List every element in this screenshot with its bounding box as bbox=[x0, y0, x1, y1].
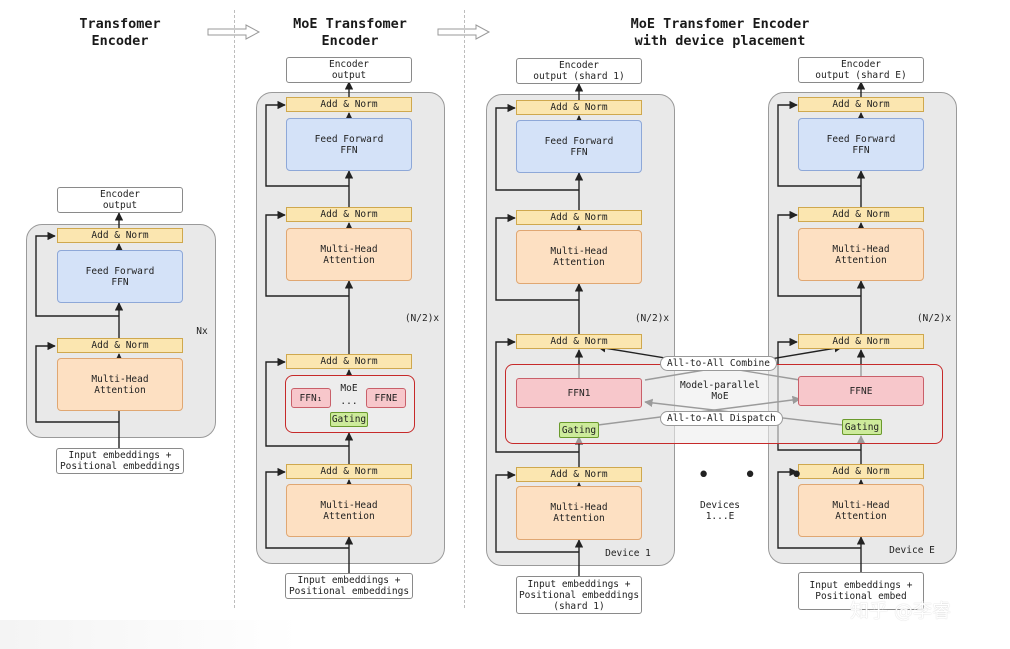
expert-ffn-1: FFN₁ bbox=[291, 388, 331, 408]
encoder-output-shard1-box: Encoder output (shard 1) bbox=[516, 58, 642, 84]
add-norm-1: Add & Norm bbox=[516, 100, 642, 115]
title-transformer-encoder: Transfomer Encoder bbox=[79, 16, 161, 49]
input-embeddings-cut-box: Input embeddings + Positional embed bbox=[798, 572, 924, 610]
input-embeddings-box: Input embeddings + Positional embeddings bbox=[56, 448, 184, 474]
add-norm-3: Add & Norm bbox=[516, 334, 642, 349]
expert-ffn-E-device: FFNE bbox=[798, 376, 924, 406]
encoder-output-box: Encoder output bbox=[57, 187, 183, 213]
gating-device-E: Gating bbox=[842, 419, 882, 435]
add-norm-2: Add & Norm bbox=[516, 210, 642, 225]
all-to-all-dispatch-pill: All-to-All Dispatch bbox=[660, 411, 783, 426]
encoder-output-box: Encoder output bbox=[286, 57, 412, 83]
feed-forward-ffn: Feed Forward FFN bbox=[516, 120, 642, 173]
expert-ffn-1-device-label: FFN1 bbox=[567, 387, 591, 399]
devices-ellipsis: • • • bbox=[697, 463, 814, 488]
expert-ffn-1-device: FFN1 bbox=[516, 378, 642, 408]
devices-range-label: Devices 1...E bbox=[699, 500, 741, 522]
moe-ellipsis: ... bbox=[340, 396, 358, 407]
watermark: 知乎 @李睿 bbox=[850, 600, 952, 622]
feed-forward-ffn: Feed Forward FFN bbox=[286, 118, 412, 171]
add-norm-4: Add & Norm bbox=[516, 467, 642, 482]
add-norm-3: Add & Norm bbox=[798, 334, 924, 349]
add-norm-top: Add & Norm bbox=[57, 228, 183, 243]
model-parallel-moe-label: Model-parallel MoE bbox=[679, 380, 761, 402]
expert-ffn-1-label: FFN₁ bbox=[299, 392, 323, 404]
add-norm-4: Add & Norm bbox=[798, 464, 924, 479]
add-norm-bottom: Add & Norm bbox=[57, 338, 183, 353]
add-norm-2: Add & Norm bbox=[798, 207, 924, 222]
n2x-label: (N/2)x bbox=[404, 313, 440, 324]
separator-1 bbox=[234, 10, 235, 608]
gating-box: Gating bbox=[330, 412, 368, 427]
add-norm-2: Add & Norm bbox=[286, 207, 412, 222]
n2x-label: (N/2)x bbox=[634, 313, 670, 324]
header-arrow-2 bbox=[437, 24, 491, 40]
moe-label: MoE bbox=[340, 383, 358, 394]
device-1-label: Device 1 bbox=[605, 548, 651, 559]
add-norm-1: Add & Norm bbox=[798, 97, 924, 112]
multi-head-attention: Multi-Head Attention bbox=[286, 228, 412, 281]
all-to-all-combine-pill: All-to-All Combine bbox=[660, 356, 777, 371]
multi-head-attention-2: Multi-Head Attention bbox=[798, 484, 924, 537]
multi-head-attention-2: Multi-Head Attention bbox=[516, 486, 642, 540]
feed-forward-ffn: Feed Forward FFN bbox=[798, 118, 924, 171]
title-moe-device-placement: MoE Transfomer Encoder with device place… bbox=[630, 16, 810, 49]
expert-ffn-E: FFNE bbox=[366, 388, 406, 408]
expert-ffn-E-label: FFNE bbox=[374, 392, 398, 404]
input-embeddings-shard1-box: Input embeddings + Positional embeddings… bbox=[516, 576, 642, 614]
separator-2 bbox=[464, 10, 465, 608]
input-embeddings-box: Input embeddings + Positional embeddings bbox=[285, 573, 413, 599]
expert-ffn-E-device-label: FFNE bbox=[849, 385, 873, 397]
add-norm-1: Add & Norm bbox=[286, 97, 412, 112]
add-norm-3: Add & Norm bbox=[286, 354, 412, 369]
n2x-label: (N/2)x bbox=[916, 313, 952, 324]
bottom-fade bbox=[0, 620, 300, 649]
gating-device-1: Gating bbox=[559, 422, 599, 438]
feed-forward-ffn: Feed Forward FFN bbox=[57, 250, 183, 303]
multi-head-attention: Multi-Head Attention bbox=[798, 228, 924, 281]
device-E-label: Device E bbox=[889, 545, 935, 556]
encoder-output-shardE-box: Encoder output (shard E) bbox=[798, 57, 924, 83]
add-norm-4: Add & Norm bbox=[286, 464, 412, 479]
multi-head-attention-2: Multi-Head Attention bbox=[286, 484, 412, 537]
multi-head-attention: Multi-Head Attention bbox=[57, 358, 183, 411]
nx-label: Nx bbox=[196, 326, 208, 337]
header-arrow-1 bbox=[207, 24, 261, 40]
title-moe-transformer-encoder: MoE Transfomer Encoder bbox=[293, 16, 407, 49]
multi-head-attention: Multi-Head Attention bbox=[516, 230, 642, 284]
